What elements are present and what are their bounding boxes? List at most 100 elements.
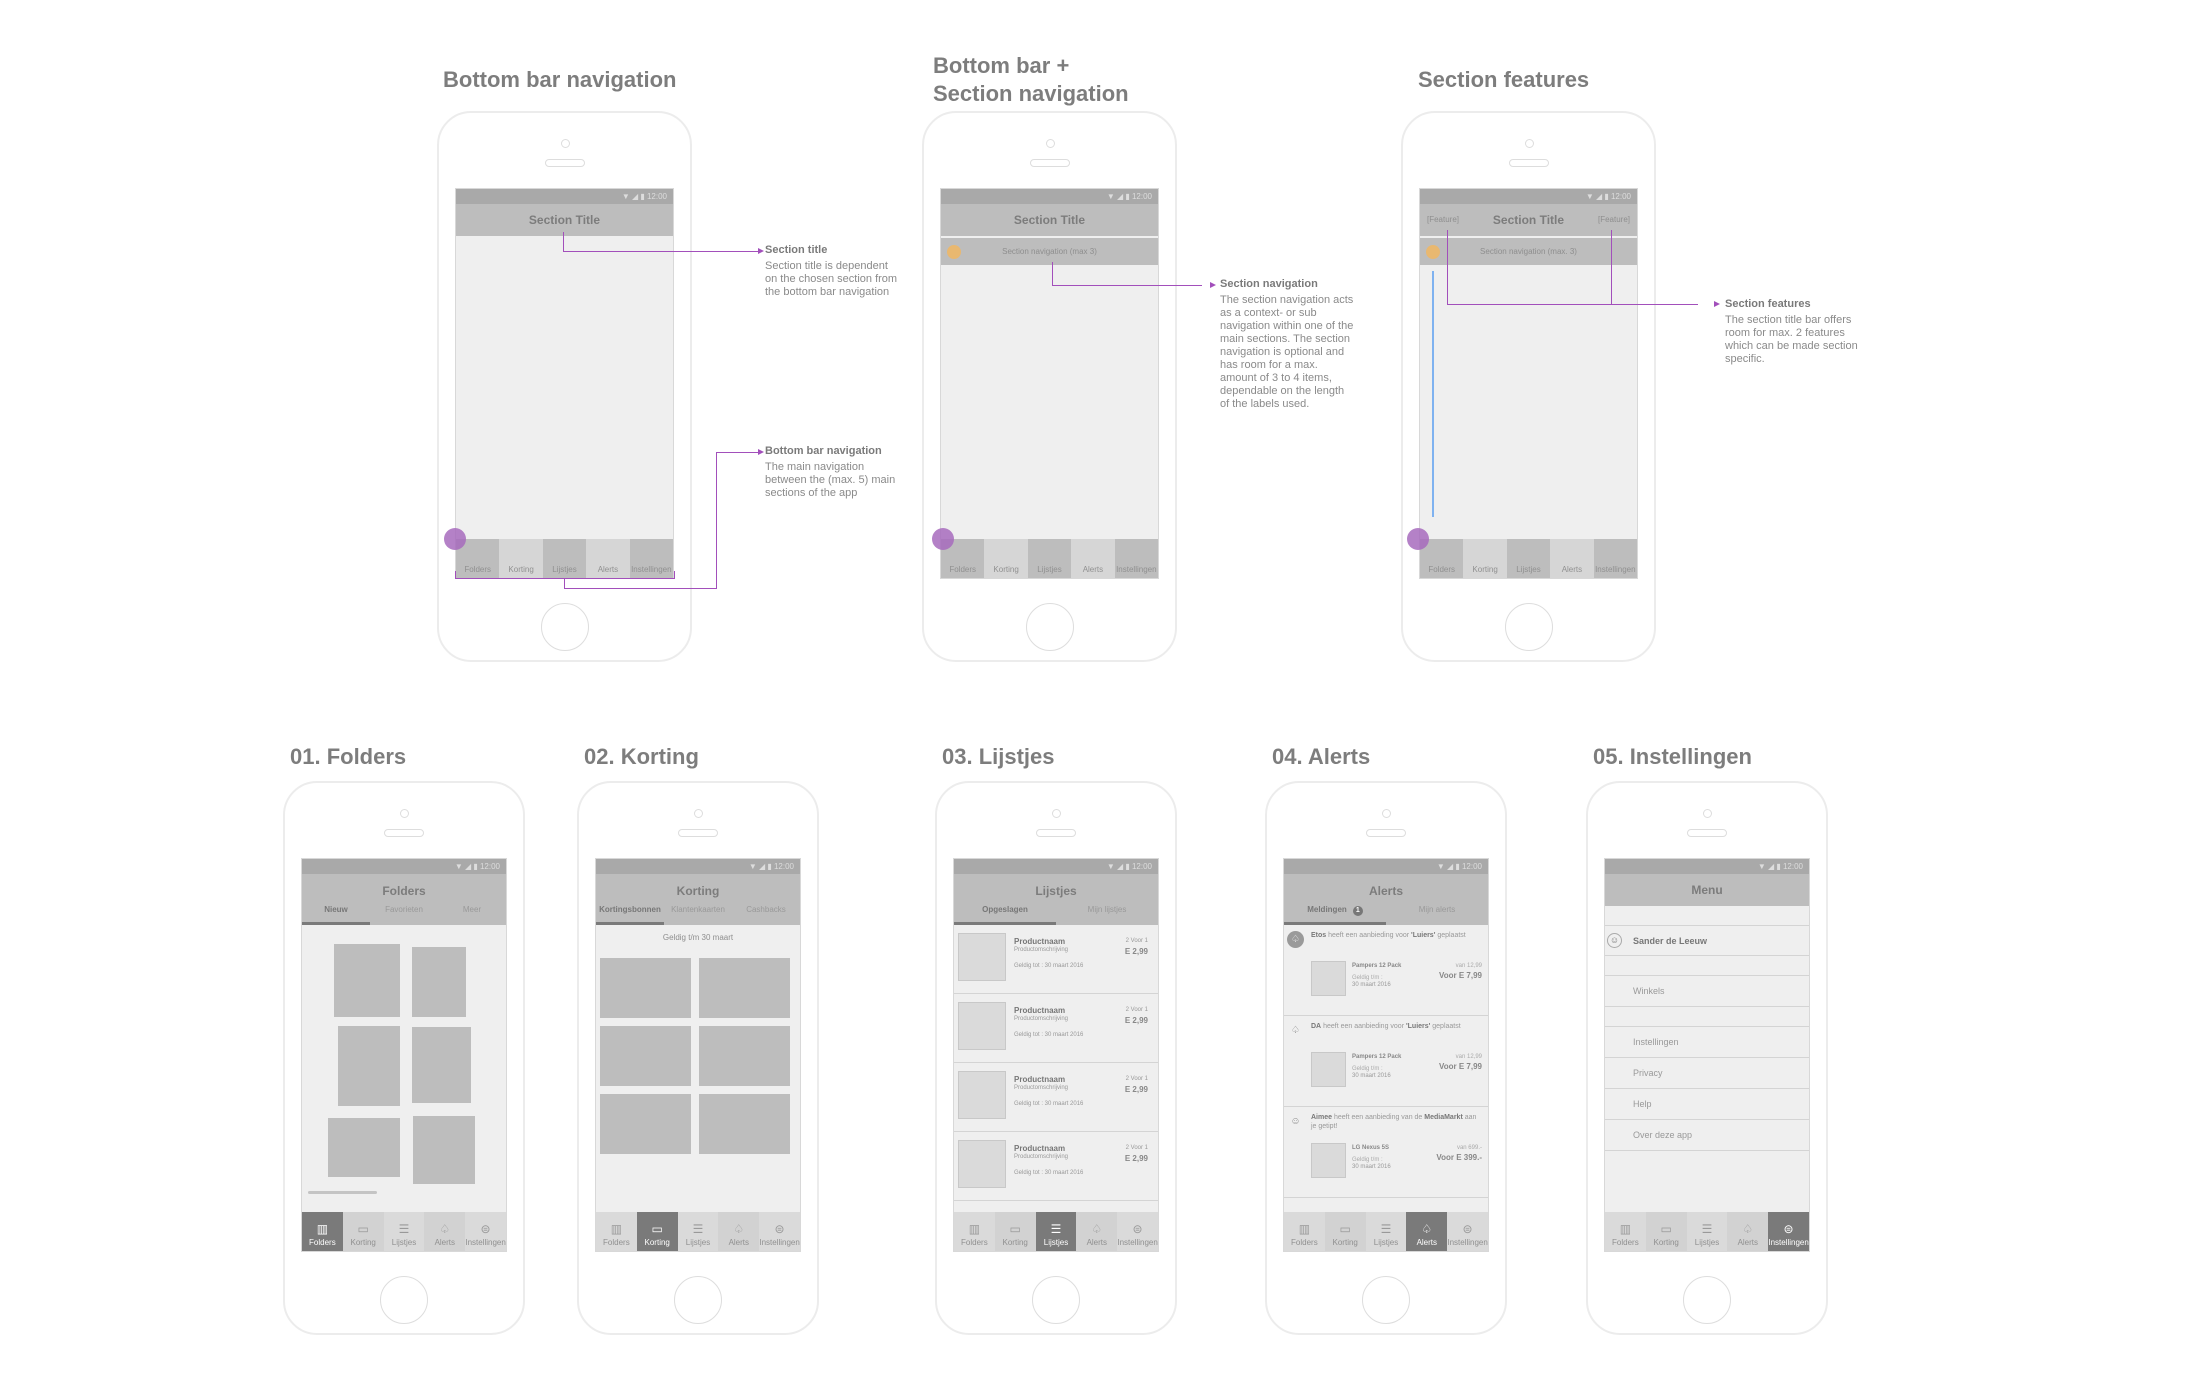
nav-tab-instellingen[interactable]: Instellingen [1114, 539, 1158, 578]
nav-tab-alerts[interactable]: ♤Alerts [1406, 1212, 1448, 1251]
menu-item-over-deze-app[interactable]: Over deze app [1605, 1120, 1809, 1151]
connector-line [1052, 262, 1053, 285]
section-navigation[interactable]: Section navigation (max. 3) [1420, 238, 1637, 265]
section-tab-label: Cashbacks [746, 905, 786, 914]
folder-thumbnail[interactable] [334, 944, 400, 1017]
home-button[interactable] [1032, 1276, 1080, 1324]
nav-tab-lijstjes[interactable]: Lijstjes [1506, 539, 1551, 578]
home-button[interactable] [540, 603, 589, 651]
speaker-icon [1029, 159, 1070, 167]
nav-tab-alerts[interactable]: Alerts [1550, 539, 1594, 578]
scrollbar[interactable] [308, 1191, 377, 1194]
folder-thumbnail[interactable] [412, 947, 466, 1017]
section-tab[interactable]: Opgeslagen [954, 900, 1056, 925]
nav-tab-instellingen[interactable]: ⊜Instellingen [1768, 1212, 1809, 1251]
nav-tab-korting[interactable]: Korting [499, 539, 543, 578]
toggles-icon: ⊜ [1462, 1222, 1473, 1236]
nav-tab-lijstjes[interactable]: Lijstjes [1027, 539, 1072, 578]
home-button[interactable] [1683, 1276, 1731, 1324]
bell-icon: ♤ [1091, 1222, 1103, 1236]
list-icon: ☰ [1701, 1222, 1713, 1236]
section-navigation[interactable]: Section navigation (max 3) [941, 238, 1158, 265]
feature-button-right[interactable]: [Feature] [1597, 215, 1630, 224]
nav-tab-instellingen[interactable]: Instellingen [629, 539, 673, 578]
nav-tab-alerts[interactable]: ♤Alerts [424, 1212, 466, 1251]
folder-thumbnail[interactable] [413, 1116, 475, 1184]
nav-tab-folders[interactable]: ▥Folders [1284, 1212, 1325, 1251]
alert-item[interactable]: ♤Etos heeft een aanbieding voor 'Luiers'… [1284, 925, 1488, 1016]
alert-item[interactable]: ☺Aimee heeft een aanbieding van de Media… [1284, 1107, 1488, 1198]
nav-tab-folders[interactable]: ▥Folders [596, 1212, 637, 1251]
nav-tab-lijstjes[interactable]: ☰Lijstjes [1365, 1212, 1407, 1251]
nav-tab-korting[interactable]: Korting [1463, 539, 1507, 578]
nav-tab-folders[interactable]: ▥Folders [954, 1212, 995, 1251]
nav-tab-folders[interactable]: ▥Folders [1605, 1212, 1646, 1251]
nav-tab-korting[interactable]: ▭Korting [1324, 1212, 1366, 1251]
nav-tab-alerts[interactable]: Alerts [586, 539, 630, 578]
menu-item-winkels[interactable]: Winkels [1605, 976, 1809, 1007]
folder-thumbnail[interactable] [412, 1027, 471, 1103]
home-button[interactable] [1025, 603, 1074, 651]
section-tab[interactable]: Meer [438, 900, 506, 925]
nav-tab-instellingen[interactable]: ⊜Instellingen [465, 1212, 506, 1251]
nav-tab-instellingen[interactable]: ⊜Instellingen [1117, 1212, 1158, 1251]
nav-tab-folders[interactable]: ▥Folders [302, 1212, 343, 1251]
feature-button-left[interactable]: [Feature] [1427, 215, 1460, 224]
nav-tab-label: Alerts [1416, 1238, 1438, 1247]
nav-tab-lijstjes[interactable]: ☰Lijstjes [677, 1212, 719, 1251]
section-tab[interactable]: Nieuw [302, 900, 370, 925]
coupon-card[interactable] [699, 958, 790, 1018]
coupon-card[interactable] [699, 1026, 790, 1086]
nav-tab-instellingen[interactable]: Instellingen [1593, 539, 1637, 578]
menu-item-privacy[interactable]: Privacy [1605, 1058, 1809, 1089]
nav-tab-lijstjes[interactable]: ☰Lijstjes [383, 1212, 425, 1251]
section-tab[interactable]: Mijn alerts [1386, 900, 1488, 925]
user-profile-item[interactable]: ☺Sander de Leeuw [1605, 926, 1809, 956]
nav-tab-instellingen[interactable]: ⊜Instellingen [1447, 1212, 1488, 1251]
section-tab[interactable]: Mijn lijstjes [1056, 900, 1158, 925]
book-icon: ▥ [610, 1222, 623, 1236]
nav-tab-korting[interactable]: ▭Korting [636, 1212, 678, 1251]
nav-tab-alerts[interactable]: ♤Alerts [1076, 1212, 1118, 1251]
folder-thumbnail[interactable] [328, 1118, 400, 1177]
home-button[interactable] [380, 1276, 428, 1324]
menu-item-help[interactable]: Help [1605, 1089, 1809, 1120]
nav-tab-alerts[interactable]: ♤Alerts [1727, 1212, 1769, 1251]
nav-tab-alerts[interactable]: ♤Alerts [718, 1212, 760, 1251]
section-tab[interactable]: Cashbacks [732, 900, 800, 925]
nav-tab-korting[interactable]: ▭Korting [1645, 1212, 1687, 1251]
nav-tab-instellingen[interactable]: ⊜Instellingen [759, 1212, 800, 1251]
menu-item-instellingen[interactable]: Instellingen [1605, 1027, 1809, 1058]
alert-item[interactable]: ♤DA heeft een aanbieding voor 'Luiers' g… [1284, 1016, 1488, 1107]
home-button[interactable] [1504, 603, 1553, 651]
nav-tab-alerts[interactable]: Alerts [1071, 539, 1115, 578]
nav-tab-folders[interactable]: Folders [1420, 539, 1464, 578]
nav-tab-lijstjes[interactable]: Lijstjes [542, 539, 587, 578]
section-tab[interactable]: Favorieten [370, 900, 438, 925]
coupon-card[interactable] [699, 1094, 790, 1154]
folder-thumbnail[interactable] [338, 1026, 400, 1106]
home-button[interactable] [1362, 1276, 1410, 1324]
home-button[interactable] [674, 1276, 722, 1324]
nav-tab-lijstjes[interactable]: ☰Lijstjes [1686, 1212, 1728, 1251]
section-tab[interactable]: Kortingsbonnen [596, 900, 664, 925]
coupon-card[interactable] [600, 1026, 691, 1086]
coupon-card[interactable] [600, 1094, 691, 1154]
coupon-card[interactable] [600, 958, 691, 1018]
camera-icon [1052, 809, 1061, 818]
connector-line [674, 571, 675, 579]
nav-tab-korting[interactable]: ▭Korting [342, 1212, 384, 1251]
nav-tab-korting[interactable]: Korting [984, 539, 1028, 578]
nav-tab-lijstjes[interactable]: ☰Lijstjes [1035, 1212, 1077, 1251]
avatar-icon: ☺ [1607, 933, 1622, 948]
connector-line [564, 588, 717, 589]
product-name: Pampers 12 Pack [1352, 963, 1402, 969]
nav-tab-korting[interactable]: ▭Korting [994, 1212, 1036, 1251]
section-tab[interactable]: Klantenkaarten [664, 900, 732, 925]
